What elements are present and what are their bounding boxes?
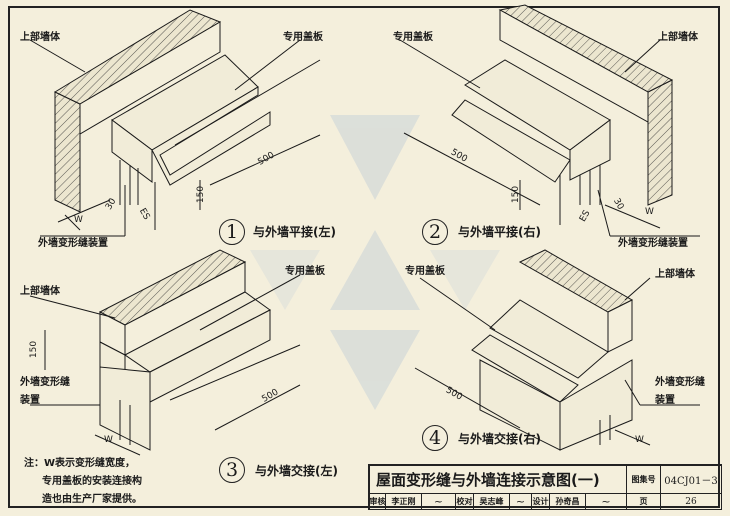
fig2-dim-height: 150 [511, 185, 522, 204]
fig4-device-label-1: 外墙变形缝 [655, 377, 705, 388]
drawing-title: 屋面变形缝与外墙连接示意图(一) [370, 466, 627, 494]
figure-2-drawing [399, 4, 700, 237]
fig3-dim-w: W [104, 435, 113, 445]
fig3-dim-height: 150 [29, 340, 40, 359]
figure-4-drawing [414, 249, 700, 451]
fig3-device-label-2: 装置 [20, 395, 40, 406]
page-label: 页 [627, 494, 661, 510]
designer-name: 孙奇昌 [550, 494, 586, 510]
fig2-wall-label: 上部墙体 [658, 32, 698, 43]
fig1-wall-label: 上部墙体 [20, 32, 60, 43]
designer-signature: ~ [586, 494, 627, 510]
atlas-no-value: 04CJ01－3 [661, 466, 722, 494]
fig2-dim-w: W [645, 207, 654, 217]
checker-name: 吴志峰 [474, 494, 510, 510]
fig3-number: 3 [219, 457, 245, 483]
fig3-wall-label: 上部墙体 [20, 286, 60, 297]
fig4-caption: 与外墙交接(右) [458, 432, 541, 446]
check-label: 校对 [456, 494, 474, 510]
title-block: 屋面变形缝与外墙连接示意图(一) 图集号 04CJ01－3 审核 李正刚 ~ 校… [368, 464, 722, 510]
review-label: 审核 [370, 494, 386, 510]
fig4-cover-label: 专用盖板 [405, 266, 445, 277]
figure-1-drawing [29, 9, 321, 237]
fig3-caption: 与外墙交接(左) [255, 464, 338, 478]
reviewer-signature: ~ [422, 494, 456, 510]
note-line-3: 造也由生产厂家提供。 [42, 494, 142, 505]
fig3-device-label-1: 外墙变形缝 [20, 377, 70, 388]
note-line-2: 专用盖板的安装连接构 [42, 476, 142, 487]
fig2-cover-label: 专用盖板 [393, 32, 433, 43]
figure-3-drawing [29, 249, 301, 456]
note-line-1: 注：W表示变形缝宽度， [24, 458, 136, 469]
page-number: 26 [661, 494, 722, 510]
fig2-number: 2 [422, 219, 448, 245]
fig1-cover-label: 专用盖板 [283, 32, 323, 43]
design-label: 设计 [532, 494, 550, 510]
fig2-caption: 与外墙平接(右) [458, 225, 541, 239]
fig2-device-label: 外墙变形缝装置 [618, 238, 688, 249]
fig1-number: 1 [219, 219, 245, 245]
fig1-caption: 与外墙平接(左) [253, 225, 336, 239]
fig4-number: 4 [422, 425, 448, 451]
watermark-logo [250, 115, 500, 410]
fig4-device-label-2: 装置 [655, 395, 675, 406]
reviewer-name: 李正刚 [386, 494, 422, 510]
drawing-frame [8, 6, 720, 508]
atlas-no-label: 图集号 [627, 466, 661, 494]
fig1-dim-height: 150 [196, 185, 207, 204]
checker-signature: ~ [510, 494, 532, 510]
fig4-wall-label: 上部墙体 [655, 269, 695, 280]
fig1-device-label: 外墙变形缝装置 [38, 238, 108, 249]
fig4-dim-w: W [635, 435, 644, 445]
fig1-dim-w: W [74, 215, 83, 225]
fig3-cover-label: 专用盖板 [285, 266, 325, 277]
